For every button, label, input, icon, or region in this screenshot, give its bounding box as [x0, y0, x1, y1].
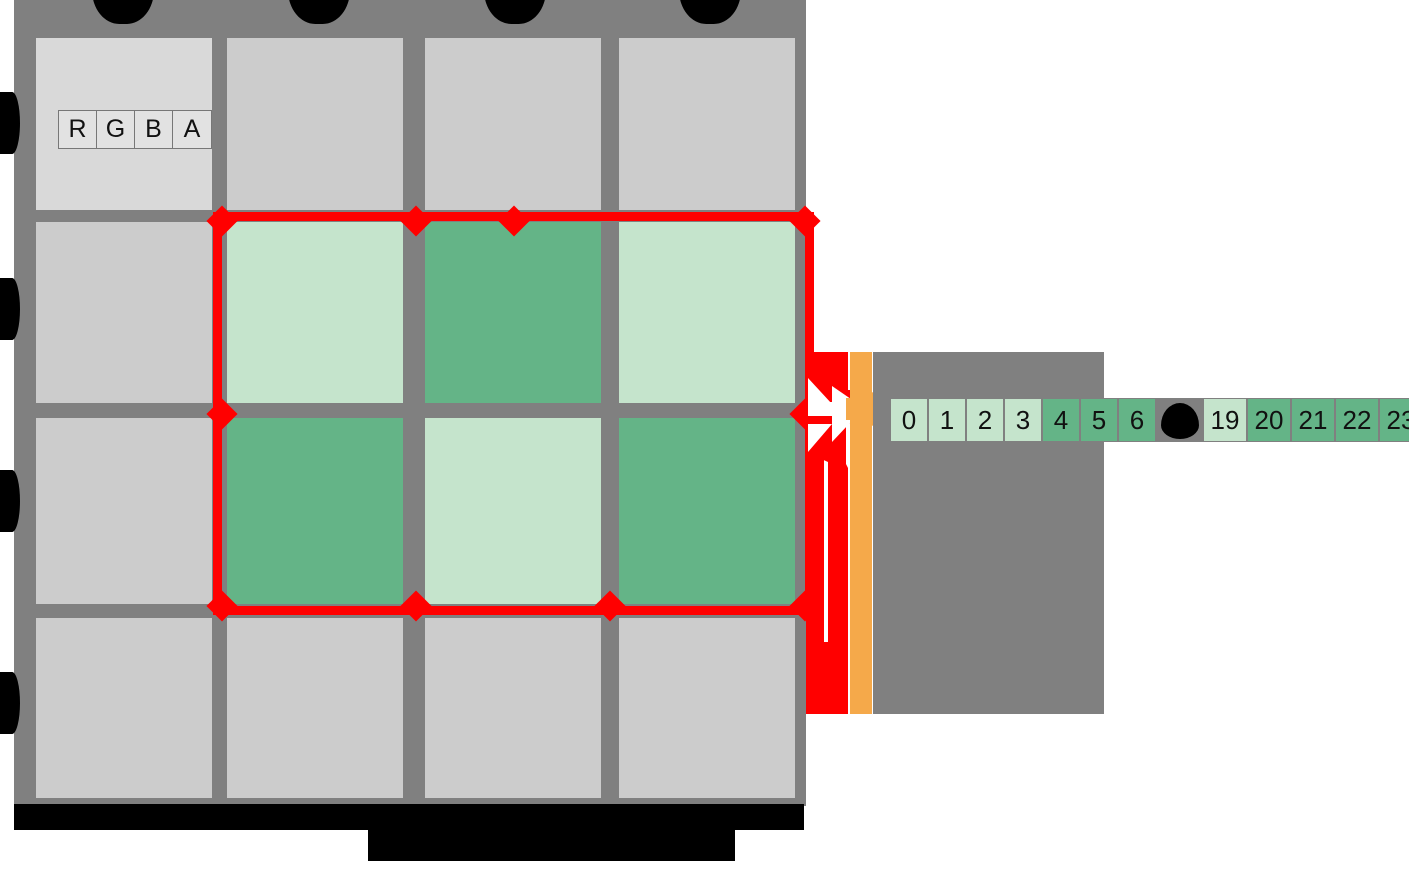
- grid-cell-r3c2[interactable]: [425, 618, 601, 798]
- grid-cell-r0c3[interactable]: [619, 38, 795, 210]
- overflow-marker-bottom-band: [14, 804, 804, 830]
- grid-cell-r2c0[interactable]: [36, 418, 212, 604]
- overflow-marker-left-0: [0, 92, 20, 154]
- grid-cell-r3c0[interactable]: [36, 618, 212, 798]
- grid-cell-r1c0[interactable]: [36, 222, 212, 403]
- array-cell-2[interactable]: 2: [966, 398, 1004, 442]
- ellipsis-blob-icon: [1160, 403, 1199, 439]
- grid-cell-r1c3[interactable]: [619, 222, 795, 403]
- channel-box-g: G: [97, 111, 135, 148]
- array-cell-23[interactable]: 23: [1379, 398, 1409, 442]
- array-cell-3[interactable]: 3: [1004, 398, 1042, 442]
- array-cell-1[interactable]: 1: [928, 398, 966, 442]
- array-cell-19[interactable]: 19: [1203, 398, 1247, 442]
- array-cell-4[interactable]: 4: [1042, 398, 1080, 442]
- overflow-marker-bottom-tab: [368, 828, 735, 861]
- overflow-marker-top-0: [92, 0, 154, 24]
- grid-cell-r1c1[interactable]: [227, 222, 403, 403]
- grid-cell-r1c2[interactable]: [425, 222, 601, 403]
- selection-rectangle[interactable]: [206, 205, 821, 622]
- grid-cell-r3c1[interactable]: [227, 618, 403, 798]
- rgba-channel-boxes: R G B A: [58, 110, 212, 149]
- grid-cell-r0c1[interactable]: [227, 38, 403, 210]
- overflow-marker-top-3: [679, 0, 741, 24]
- overflow-marker-top-1: [288, 0, 350, 24]
- grid-cell-r3c3[interactable]: [619, 618, 795, 798]
- array-cell-0[interactable]: 0: [890, 398, 928, 442]
- overflow-marker-left-2: [0, 470, 20, 532]
- channel-box-b: B: [135, 111, 173, 148]
- channel-box-r: R: [59, 111, 97, 148]
- array-ellipsis-gap: [1156, 398, 1203, 442]
- grid-cell-r2c3[interactable]: [619, 418, 795, 604]
- overflow-marker-top-2: [484, 0, 546, 24]
- overflow-marker-left-1: [0, 278, 20, 340]
- array-cell-22[interactable]: 22: [1335, 398, 1379, 442]
- array-cell-21[interactable]: 21: [1291, 398, 1335, 442]
- image-grid-panel: R G B A: [14, 0, 806, 806]
- overflow-marker-left-3: [0, 672, 20, 734]
- grid-cell-r2c1[interactable]: [227, 418, 403, 604]
- array-cell-5[interactable]: 5: [1080, 398, 1118, 442]
- flat-array-strip: 0 1 2 3 4 5 6 19 20 21 22 23: [890, 398, 1409, 442]
- channel-box-a: A: [183, 115, 201, 143]
- grid-cell-r2c2[interactable]: [425, 418, 601, 604]
- grid-cell-r0c2[interactable]: [425, 38, 601, 210]
- array-cell-20[interactable]: 20: [1247, 398, 1291, 442]
- array-cell-6[interactable]: 6: [1118, 398, 1156, 442]
